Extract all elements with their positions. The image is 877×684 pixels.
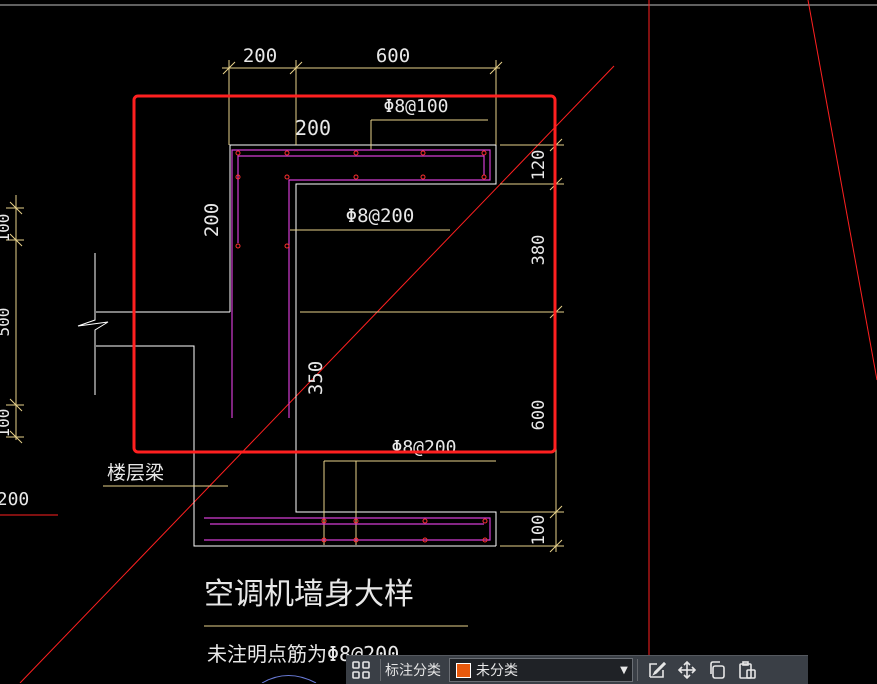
slanted-reference-line [807, 0, 877, 381]
category-color-swatch [456, 662, 471, 678]
slab-break-line [77, 253, 496, 547]
rebar-label-phi8-100: Φ8@100 [383, 96, 448, 117]
dim-top-200: 200 [243, 45, 277, 67]
toolbar-separator [380, 659, 381, 681]
classify-dropdown-value: 未分类 [476, 663, 518, 679]
annotation-toolbar: 标注分类 未分类 ▼ [346, 655, 808, 684]
dim-right-120: 120 [529, 150, 549, 181]
highlight-selection-box [132, 94, 557, 454]
left-dimension-chain [6, 195, 24, 444]
dim-top-600: 600 [376, 45, 410, 67]
left-dim-fragment-1: 100 [0, 214, 13, 243]
dim-right-100: 100 [529, 515, 549, 546]
partial-circle-mark [261, 675, 317, 683]
chevron-down-icon: ▼ [620, 664, 628, 676]
rebar-label-phi8-200-bottom: Φ8@200 [391, 437, 456, 458]
toolbar-separator [637, 659, 638, 681]
dim-right-600: 600 [529, 400, 549, 431]
beam-label: 楼层梁 [107, 462, 164, 484]
rebar-lines [204, 149, 491, 541]
wall-outline [229, 144, 497, 546]
rebar-label-phi8-200-mid: Φ8@200 [346, 205, 415, 227]
copy-icon[interactable] [702, 656, 732, 684]
dim-center-350: 350 [305, 361, 327, 395]
left-dim-fragment-2: 500 [0, 308, 13, 337]
paste-icon[interactable] [732, 656, 762, 684]
detail-title: 空调机墙身大样 [204, 577, 414, 612]
left-dim-fragment-3: 100 [0, 409, 13, 438]
rebar-dots [235, 150, 488, 543]
classify-label: 标注分类 [385, 663, 441, 679]
edit-icon[interactable] [642, 656, 672, 684]
dim-inner-200: 200 [295, 116, 331, 140]
move-icon[interactable] [672, 656, 702, 684]
diagonal-reference-line [19, 65, 615, 683]
grid-icon[interactable] [346, 656, 376, 684]
classify-dropdown[interactable]: 未分类 ▼ [449, 658, 633, 682]
dim-left-200: 200 [201, 203, 223, 237]
left-dim-fragment-4: 200 [0, 489, 29, 510]
dim-right-380: 380 [529, 235, 549, 266]
